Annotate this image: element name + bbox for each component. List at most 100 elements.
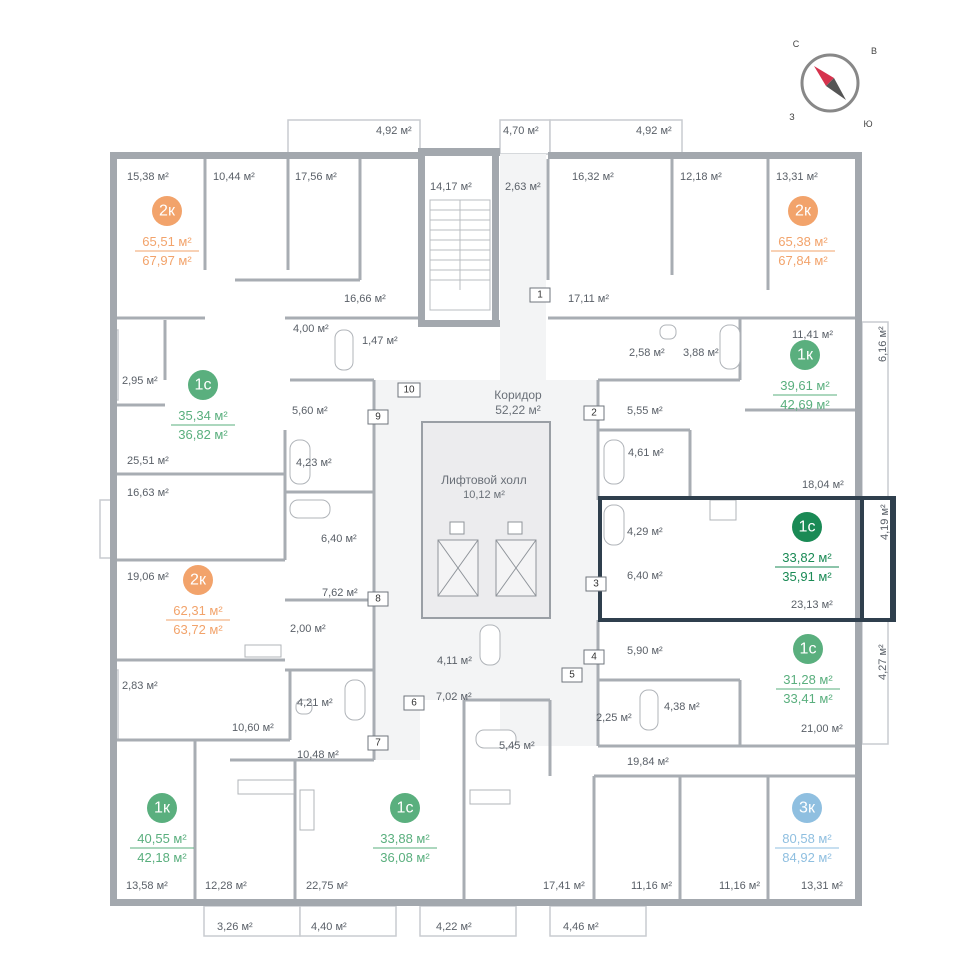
- unit-total-area: 42,18 м²: [137, 850, 187, 865]
- room-area: 4,70 м²: [503, 125, 539, 137]
- unit-type-circle: [793, 634, 823, 664]
- balcony-top-left: [287, 119, 421, 155]
- outer-walls: [110, 148, 862, 906]
- compass-north-needle: [814, 66, 834, 86]
- compass-e: В: [871, 46, 877, 56]
- room-area: 4,00 м²: [293, 323, 329, 335]
- unit-total-area: 36,82 м²: [178, 427, 228, 442]
- unit-living-area: 40,55 м²: [137, 831, 187, 846]
- room-area: 13,58 м²: [126, 880, 168, 892]
- svg-text:10: 10: [403, 385, 415, 396]
- balconies: [99, 119, 889, 937]
- door-5[interactable]: 5: [561, 667, 583, 683]
- svg-text:6: 6: [411, 698, 417, 709]
- unit-living-area: 65,51 м²: [142, 234, 192, 249]
- compass-n: С: [793, 39, 800, 49]
- balcony-bottom-2: [299, 905, 397, 937]
- door-8[interactable]: 8: [367, 591, 389, 607]
- lift-hall-name: Лифтовой холл: [441, 473, 526, 487]
- svg-text:2: 2: [591, 408, 597, 419]
- unit-type-circle: [183, 565, 213, 595]
- unit-type: 2к: [159, 203, 176, 220]
- room-area: 23,13 м²: [791, 599, 833, 611]
- door-6[interactable]: 6: [403, 695, 425, 711]
- unit-type-circle: [390, 793, 420, 823]
- room-area: 11,16 м²: [719, 880, 760, 892]
- unit-total-area: 42,69 м²: [780, 397, 830, 412]
- room-area: 19,84 м²: [627, 756, 669, 768]
- svg-text:9: 9: [375, 412, 381, 423]
- room-area: 4,40 м²: [311, 921, 347, 933]
- corridor-name: Коридор: [494, 388, 542, 402]
- unit-total-area: 84,92 м²: [782, 850, 832, 865]
- room-area: 5,90 м²: [627, 645, 663, 657]
- door-3[interactable]: 3: [585, 576, 607, 592]
- room-area: 10,60 м²: [232, 722, 274, 734]
- svg-text:3: 3: [593, 579, 599, 590]
- svg-text:1: 1: [537, 290, 543, 301]
- door-10[interactable]: 10: [397, 382, 421, 398]
- door-4[interactable]: 4: [583, 649, 605, 665]
- unit-living-area: 80,58 м²: [782, 831, 832, 846]
- room-area: 6,16 м²: [877, 326, 889, 362]
- compass-w: З: [789, 112, 794, 122]
- unit-badge[interactable]: 2к 65,51 м² 67,97 м²: [135, 196, 199, 268]
- unit-type-circle: [152, 196, 182, 226]
- room-area: 4,46 м²: [563, 921, 599, 933]
- room-area: 15,38 м²: [127, 171, 169, 183]
- room-area: 25,51 м²: [127, 455, 169, 467]
- door-2[interactable]: 2: [583, 405, 605, 421]
- unit-total-area: 35,91 м²: [782, 569, 832, 584]
- corridor-area: [374, 154, 598, 760]
- room-area: 2,58 м²: [629, 347, 665, 359]
- room-area: 1,47 м²: [362, 335, 398, 347]
- door-9[interactable]: 9: [367, 409, 389, 425]
- balcony-bottom-4: [549, 905, 647, 937]
- corridor-spine: [500, 154, 546, 380]
- fixtures: [237, 324, 741, 831]
- room-area: 4,61 м²: [628, 447, 664, 459]
- unit-type-circle: [792, 793, 822, 823]
- unit-total-area: 63,72 м²: [173, 622, 223, 637]
- svg-text:4: 4: [591, 652, 597, 663]
- unit-living-area: 33,88 м²: [380, 831, 430, 846]
- selected-unit-outline[interactable]: [598, 496, 896, 622]
- room-area: 5,60 м²: [292, 405, 328, 417]
- unit-living-area: 62,31 м²: [173, 603, 223, 618]
- unit-type: 1с: [397, 800, 414, 817]
- door-1[interactable]: 1: [529, 287, 551, 303]
- room-area: 4,11 м²: [437, 655, 472, 667]
- room-area: 22,75 м²: [306, 880, 348, 892]
- unit-type: 1к: [154, 800, 171, 817]
- room-area: 14,17 м²: [430, 181, 472, 193]
- room-area: 19,06 м²: [127, 571, 169, 583]
- balcony-bottom-1: [203, 905, 301, 937]
- lift-hall-area: 10,12 м²: [463, 489, 505, 501]
- unit-type: 2к: [795, 203, 812, 220]
- room-area: 3,26 м²: [217, 921, 253, 933]
- unit-total-area: 67,97 м²: [142, 253, 192, 268]
- room-area: 6,40 м²: [321, 533, 357, 545]
- room-area: 6,40 м²: [627, 570, 663, 582]
- compass-s: Ю: [863, 119, 872, 129]
- compass: С В Ю З: [789, 39, 877, 129]
- room-area: 3,88 м²: [683, 347, 719, 359]
- room-area: 4,21 м²: [297, 697, 333, 709]
- unit-badge[interactable]: 1к 40,55 м² 42,18 м²: [130, 793, 194, 865]
- door-7[interactable]: 7: [367, 735, 389, 751]
- svg-text:5: 5: [569, 670, 575, 681]
- room-area: 13,31 м²: [776, 171, 818, 183]
- unit-type-circle: [147, 793, 177, 823]
- room-area: 18,04 м²: [802, 479, 844, 491]
- balcony-right-upper: [861, 321, 889, 499]
